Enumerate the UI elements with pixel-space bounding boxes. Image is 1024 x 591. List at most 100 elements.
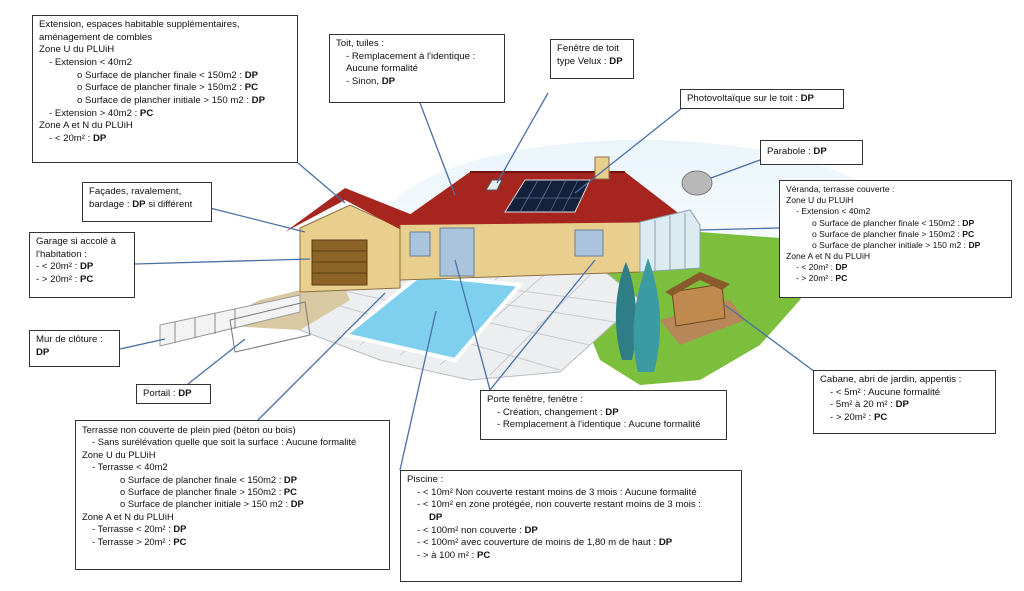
cabane-line-1: - < 5m² : Aucune formalité bbox=[830, 386, 941, 398]
cabane-line-2: - 5m² à 20 m² : DP bbox=[820, 399, 989, 412]
extension-lt20: - < 20m² : DP bbox=[39, 133, 291, 146]
terrasse-title: Terrasse non couverte de plein pied (bét… bbox=[82, 424, 296, 435]
piscine-line-3: - < 100m² non couverte : DP bbox=[407, 525, 735, 538]
veranda-gt20: - > 20m² : PC bbox=[786, 273, 1005, 284]
leader-porte-1 bbox=[454, 259, 491, 391]
porte-line-1: - Création, changement : DP bbox=[487, 407, 720, 420]
piscine-line-5-value: PC bbox=[476, 549, 491, 561]
extension-gt40: - Extension > 40m2 : PC bbox=[39, 108, 291, 121]
facades-line-2-value: DP bbox=[132, 198, 146, 210]
box-photovoltaique: Photovoltaïque sur le toit : DP bbox=[680, 89, 844, 109]
garage-gt20-text: - > 20m² : bbox=[36, 273, 80, 285]
piscine-line-2: - < 10m² en zone protégée, non couverte … bbox=[417, 499, 701, 511]
extension-sf-gt150: o Surface de plancher finale > 150m2 : P… bbox=[39, 82, 291, 95]
shed-roof bbox=[665, 272, 730, 296]
fenetre-toit-line-2-value: DP bbox=[609, 55, 623, 67]
leader-porte-2 bbox=[489, 259, 596, 391]
mur-line-1: Mur de clôture : bbox=[36, 334, 103, 345]
terrasse-si-gt150-text: o Surface de plancher initiale > 150 m2 … bbox=[120, 498, 291, 510]
cabane-line-3-value: PC bbox=[873, 411, 888, 423]
solar-panel bbox=[504, 179, 591, 213]
portail-value: DP bbox=[178, 388, 192, 399]
facades-line-2-end: si différent bbox=[145, 198, 193, 210]
tree-1 bbox=[615, 262, 637, 360]
portail-line: Portail : DP bbox=[143, 388, 204, 401]
leader-facades bbox=[209, 207, 306, 233]
terrasse-sf-gt150-value: PC bbox=[283, 486, 297, 498]
veranda-zone-an: Zone A et N du PLUiH bbox=[786, 251, 871, 262]
gate bbox=[229, 301, 311, 353]
extension-lt40: - Extension < 40m2 bbox=[49, 56, 132, 68]
piscine-line-3-text: - < 100m² non couverte : bbox=[417, 524, 525, 536]
piscine-line-4-text: - < 100m² avec couverture de moins de 1,… bbox=[417, 537, 659, 549]
chimney bbox=[594, 156, 610, 180]
terrasse-lt20-value: DP bbox=[173, 523, 187, 535]
garage-gt20-value: PC bbox=[79, 273, 94, 285]
toit-line-2-value: DP bbox=[381, 75, 396, 87]
garage-roof bbox=[285, 188, 420, 232]
box-parabole: Parabole : DP bbox=[760, 140, 863, 165]
house-wall bbox=[399, 221, 641, 281]
veranda-si-gt150-value: DP bbox=[968, 239, 981, 250]
extension-lt20-value: DP bbox=[92, 132, 107, 144]
veranda-gt20-text: - > 20m² : bbox=[796, 273, 836, 284]
terrasse-sf-lt150-value: DP bbox=[283, 473, 297, 485]
piscine-line-3-value: DP bbox=[524, 524, 538, 536]
extension-sf-gt150-value: PC bbox=[244, 82, 259, 94]
box-cabane: Cabane, abri de jardin, appentis : - < 5… bbox=[813, 370, 996, 434]
box-terrasse: Terrasse non couverte de plein pied (bét… bbox=[75, 420, 390, 570]
terrasse-zone-u: Zone U du PLUiH bbox=[82, 448, 156, 460]
extension-sf-lt150: o Surface de plancher finale < 150m2 : D… bbox=[39, 70, 291, 83]
veranda-lt40: - Extension < 40m2 bbox=[796, 206, 871, 217]
terrasse-lt20: - Terrasse < 20m² : DP bbox=[82, 523, 383, 535]
veranda-sf-gt150: o Surface de plancher finale > 150m2 : P… bbox=[786, 229, 1005, 240]
extension-lt20-text: - < 20m² : bbox=[49, 132, 93, 144]
box-piscine: Piscine : - < 10m² Non couverte restant … bbox=[400, 470, 742, 582]
piscine-title: Piscine : bbox=[407, 474, 444, 485]
box-fenetre-toit: Fenêtre de toit type Velux : DP bbox=[550, 39, 634, 79]
box-garage: Garage si accolé à l'habitation : - < 20… bbox=[29, 232, 135, 298]
photovoltaique-line: Photovoltaïque sur le toit : DP bbox=[687, 93, 837, 106]
cabane-line-3-text: - > 20m² : bbox=[830, 411, 874, 423]
facades-line-1: Façades, ravalement, bbox=[89, 186, 182, 197]
leader-fenetre-toit bbox=[496, 92, 549, 184]
veranda-title: Véranda, terrasse couverte : bbox=[786, 184, 895, 194]
porte-line-1-text: - Création, changement : bbox=[497, 406, 606, 418]
cabane-title: Cabane, abri de jardin, appentis : bbox=[820, 374, 962, 385]
leader-toit bbox=[419, 102, 456, 196]
leader-portail bbox=[187, 338, 246, 385]
porte-line-1-value: DP bbox=[605, 406, 619, 418]
box-veranda: Véranda, terrasse couverte : Zone U du P… bbox=[779, 180, 1012, 298]
pool bbox=[340, 272, 525, 363]
leader-veranda bbox=[699, 227, 780, 231]
extension-sf-gt150-text: o Surface de plancher finale > 150m2 : bbox=[77, 82, 245, 94]
cabane-line-3: - > 20m² : PC bbox=[820, 412, 989, 425]
shed bbox=[671, 283, 726, 327]
piscine-line-4-value: DP bbox=[658, 537, 673, 549]
photovoltaique-value: DP bbox=[800, 93, 814, 104]
box-portail: Portail : DP bbox=[136, 384, 211, 404]
veranda-zone-u: Zone U du PLUiH bbox=[786, 195, 854, 206]
garage-gt20: - > 20m² : PC bbox=[36, 274, 128, 287]
toit-title: Toit, tuiles : bbox=[336, 38, 384, 49]
leader-cabane bbox=[724, 304, 816, 373]
piscine-line-5-text: - > à 100 m² : bbox=[417, 549, 477, 561]
extension-si-gt150-text: o Surface de plancher initiale > 150 m2 … bbox=[77, 94, 252, 106]
veranda-si-gt150: o Surface de plancher initiale > 150 m2 … bbox=[786, 240, 1005, 251]
veranda-sf-lt150-text: o Surface de plancher finale < 150m2 : bbox=[812, 217, 963, 228]
piscine-line-2-value: DP bbox=[429, 511, 443, 523]
garage-line-2: l'habitation : bbox=[36, 248, 87, 260]
leader-mur bbox=[119, 338, 166, 350]
parabole-value: DP bbox=[813, 146, 827, 157]
leader-photovoltaique bbox=[574, 107, 683, 194]
parabole-line: Parabole : DP bbox=[767, 144, 856, 159]
leader-piscine bbox=[399, 310, 437, 471]
extension-sf-lt150-text: o Surface de plancher finale < 150m2 : bbox=[77, 69, 245, 81]
toit-line-2-text: - Sinon, bbox=[346, 75, 382, 87]
terrasse-gt20-value: PC bbox=[173, 535, 187, 547]
veranda-sf-gt150-value: PC bbox=[962, 228, 975, 239]
leader-garage bbox=[134, 258, 311, 265]
garage-lt20-value: DP bbox=[79, 261, 94, 273]
extension-zone-u: Zone U du PLUiH bbox=[39, 44, 115, 56]
leader-parabole bbox=[710, 159, 761, 179]
